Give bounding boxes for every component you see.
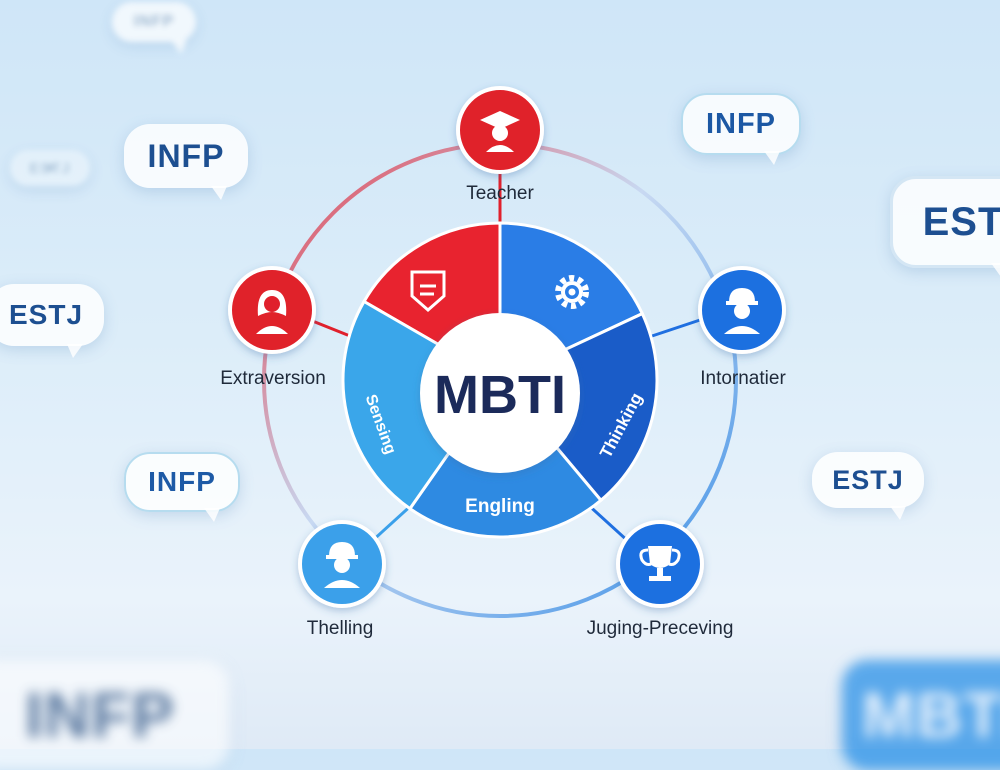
badge-icon	[410, 270, 446, 312]
engineer-icon	[324, 542, 360, 588]
bubble-infp-upper-right: INFP	[681, 93, 801, 165]
node-thelling	[298, 520, 386, 608]
node-label-intornatier: Intornatier	[700, 368, 786, 389]
segment-label-engling: Engling	[465, 496, 535, 517]
bubble-top-left-faded: INFP	[112, 2, 196, 54]
node-label-thelling: Thelling	[306, 618, 374, 639]
node-teacher	[456, 86, 544, 174]
engineer-icon	[724, 288, 760, 334]
trophy-icon	[639, 546, 681, 581]
bubble-est-right-edge: EST	[890, 176, 1000, 277]
gear-icon	[555, 275, 589, 309]
bubble-estj-faded-left: ESTJ	[10, 150, 90, 186]
node-intornatier	[698, 266, 786, 354]
node-extraversion	[228, 266, 316, 354]
woman-icon	[256, 290, 288, 334]
bubble-infp-upper-left: INFP	[124, 124, 248, 200]
center-title: MBTI	[434, 365, 566, 425]
graduate-icon	[480, 111, 520, 152]
center-circle	[420, 313, 580, 473]
node-juging-preceving	[616, 520, 704, 608]
bubble-estj-right: ESTJ	[812, 452, 924, 520]
node-label-juging-preceving: Juging-Preceving	[586, 618, 734, 639]
bubble-estj-left: ESTJ	[0, 284, 104, 358]
mbti-diagram: MBTI Thinking Engling Sensing	[228, 86, 786, 618]
bubble-infp-lower-left: INFP	[124, 452, 240, 522]
node-label-extraversion: Extraversion	[220, 368, 326, 389]
node-label-teacher: Teacher	[466, 183, 534, 204]
